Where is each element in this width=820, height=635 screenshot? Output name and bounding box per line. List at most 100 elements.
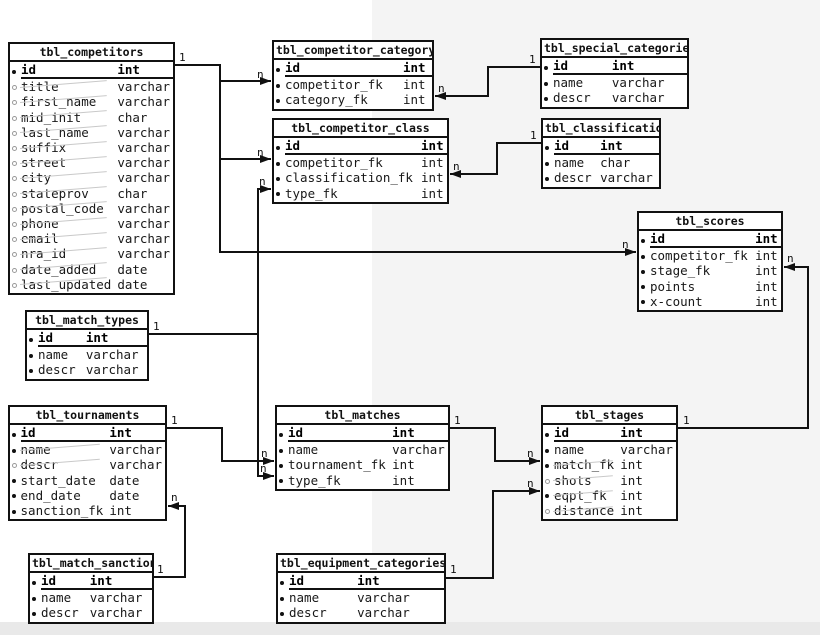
table-title: tbl_equipment_categories [278, 555, 444, 573]
field-name: eqpt_fk [554, 488, 620, 503]
field-name: last_updated [21, 277, 117, 292]
required-bullet-icon [10, 503, 21, 518]
bullet-glyph [12, 494, 16, 499]
field-type: varchar [89, 605, 143, 621]
field-type: int [392, 425, 448, 443]
field-type: int [402, 77, 426, 93]
field-name: id [285, 60, 403, 78]
field-name: first_name [21, 94, 117, 109]
field-type: varchar [357, 605, 410, 621]
field-name: start_date [20, 472, 96, 488]
field-name: type_fk [288, 472, 341, 488]
bullet-glyph [32, 596, 36, 601]
field-name: distance [554, 503, 620, 518]
cardinality-label: n [261, 447, 268, 460]
nullable-bullet-icon [10, 155, 21, 170]
field-type: int [620, 472, 643, 488]
bullet-glyph [279, 463, 283, 468]
field-name: descr [38, 362, 76, 378]
field-name: date_added [21, 262, 117, 277]
field-type: varchar [117, 79, 170, 95]
relation-competitors-to-scores [219, 159, 636, 256]
nullable-bullet-icon [543, 473, 554, 488]
nullable-bullet-icon [10, 125, 21, 140]
table-title: tbl_classifications [543, 120, 659, 138]
required-bullet-icon [274, 138, 285, 155]
table-title: tbl_match_sanction [30, 555, 152, 573]
field-type: int [421, 138, 447, 156]
required-bullet-icon [543, 425, 554, 442]
field-name: city [21, 170, 117, 185]
field-type: varchar [611, 90, 665, 106]
bullet-glyph [641, 269, 645, 274]
bullet-glyph [280, 611, 284, 616]
bullet-glyph [276, 192, 280, 197]
field-name: x-count [650, 293, 703, 309]
required-bullet-icon [543, 170, 554, 185]
field-type: int [85, 330, 147, 348]
field-type: int [109, 425, 165, 443]
cardinality-label: n [453, 160, 460, 173]
required-bullet-icon [274, 77, 285, 92]
nullable-bullet-icon [10, 186, 21, 201]
field-name: postal_code [21, 201, 117, 216]
relation-match-sanction-to-tournaments [154, 502, 186, 578]
field-type: int [402, 60, 432, 78]
field-name: competitor_fk [285, 77, 383, 93]
field-type: varchar [85, 362, 139, 378]
required-bullet-icon [543, 155, 554, 170]
field-name: descr [289, 605, 327, 621]
cardinality-label: 1 [153, 320, 160, 333]
cardinality-label: 1 [530, 129, 537, 142]
field-type: char [117, 185, 148, 201]
required-bullet-icon [278, 590, 289, 605]
bullet-glyph [641, 238, 645, 243]
field-type: int [620, 503, 643, 519]
background-bottom-strip [0, 622, 820, 635]
bullet-glyph [12, 100, 17, 106]
field-type: int [392, 457, 415, 473]
table-title: tbl_match_types [27, 312, 147, 330]
bullet-glyph [545, 432, 549, 437]
field-name: name [554, 155, 585, 171]
required-bullet-icon [277, 473, 288, 488]
required-bullet-icon [542, 75, 553, 90]
bullet-glyph [12, 282, 17, 288]
field-name: id [288, 425, 393, 443]
required-bullet-icon [639, 263, 650, 278]
field-name: mid_init [21, 110, 117, 125]
required-bullet-icon [278, 573, 289, 590]
required-bullet-icon [274, 186, 285, 201]
field-type: varchar [117, 155, 170, 171]
nullable-bullet-icon [10, 457, 21, 472]
field-name: sanction_fk [20, 503, 104, 519]
required-bullet-icon [274, 170, 285, 185]
table-title: tbl_special_categories [542, 40, 687, 58]
bullet-glyph [545, 448, 549, 453]
required-bullet-icon [543, 442, 554, 457]
field-name: phone [21, 216, 117, 231]
required-bullet-icon [639, 279, 650, 294]
required-bullet-icon [30, 573, 41, 590]
cardinality-label: 1 [157, 563, 164, 576]
field-type: date [117, 261, 148, 277]
field-type: int [620, 487, 643, 503]
cardinality-label: n [257, 146, 264, 159]
field-type: varchar [117, 231, 170, 247]
